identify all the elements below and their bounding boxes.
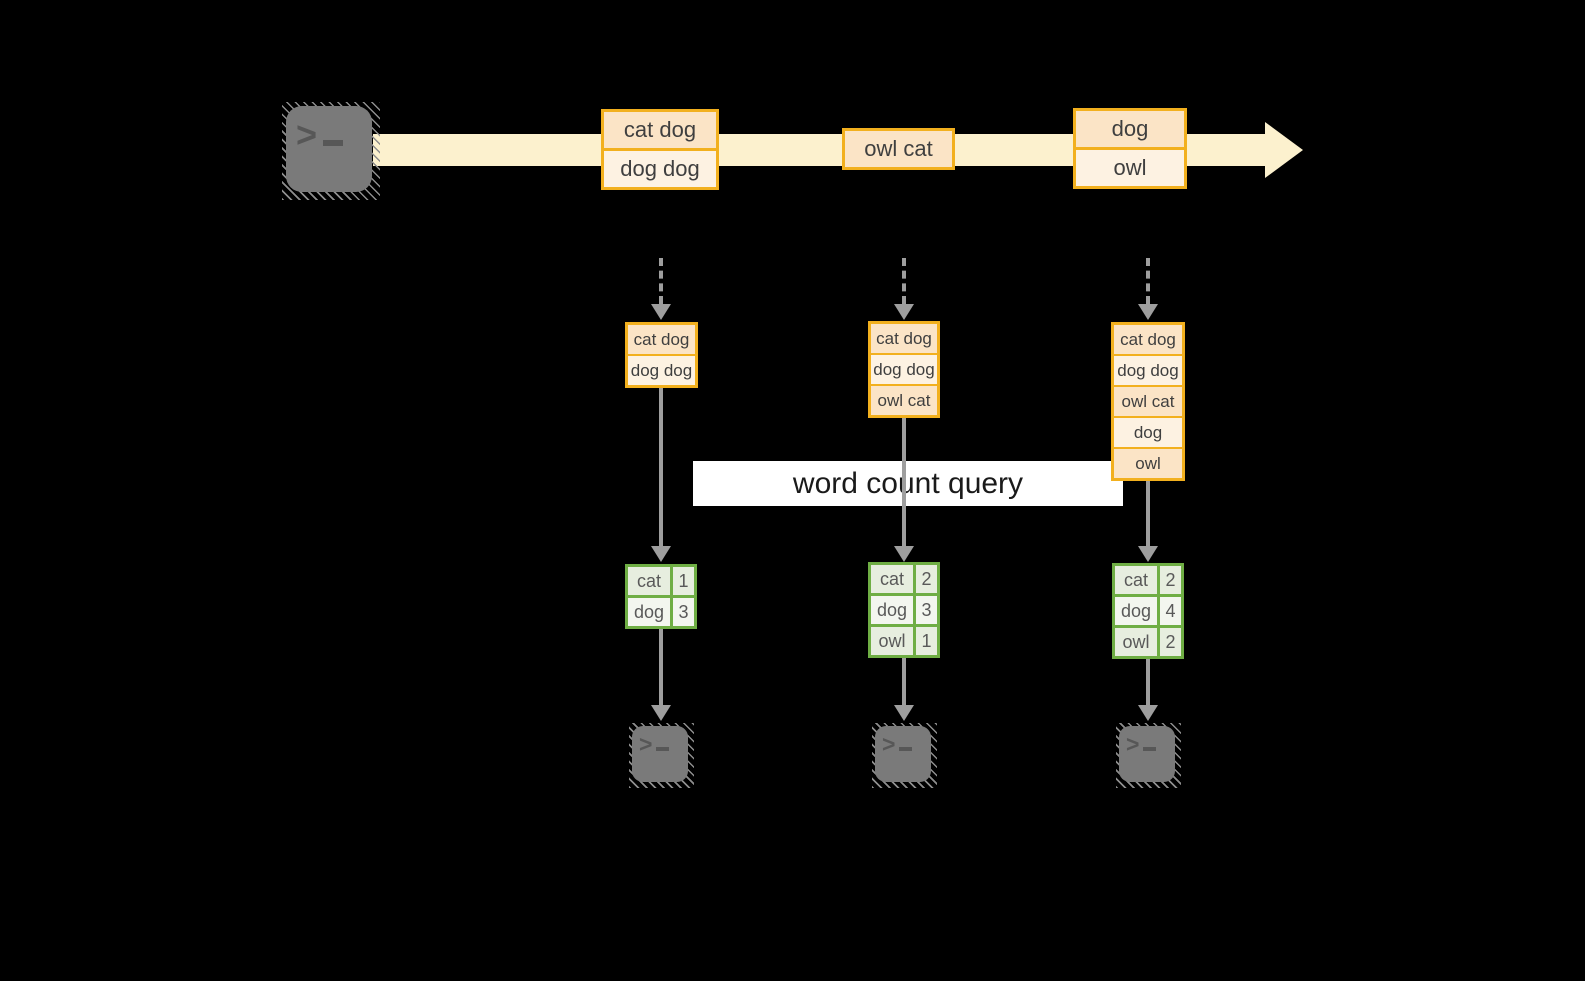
- record: cat dog: [604, 112, 716, 148]
- record: dog dog: [604, 148, 716, 187]
- source-terminal-icon: >: [282, 102, 380, 200]
- count-cell: 1: [916, 627, 937, 655]
- record: dog dog: [871, 353, 937, 384]
- prompt-chevron: >: [296, 114, 318, 155]
- arrow-head: [1138, 705, 1158, 721]
- sink-terminal-icon: >: [629, 723, 694, 788]
- dashed-arrow-icon: [651, 258, 671, 320]
- record: owl cat: [871, 384, 937, 415]
- solid-arrow-icon: [894, 658, 914, 721]
- sink-terminal-icon: >: [1116, 723, 1181, 788]
- record: owl cat: [845, 131, 952, 167]
- arrow-line: [659, 388, 663, 546]
- solid-arrow-icon: [1138, 481, 1158, 562]
- arrow-line: [1146, 659, 1150, 705]
- terminal-body: [875, 726, 931, 782]
- task1-buffer: cat dog dog dog: [625, 322, 698, 388]
- terminal-body: [1119, 726, 1175, 782]
- count-cell: 3: [916, 596, 937, 624]
- record: owl cat: [1114, 385, 1182, 416]
- word-cell: cat: [1115, 566, 1157, 594]
- word-cell: owl: [871, 627, 913, 655]
- record: dog dog: [628, 354, 695, 385]
- prompt-underscore: [899, 747, 913, 751]
- prompt-chevron: >: [639, 731, 653, 757]
- count-cell: 2: [916, 565, 937, 593]
- prompt-chevron: >: [1126, 731, 1140, 757]
- record: cat dog: [628, 325, 695, 354]
- dashed-arrow-icon: [894, 258, 914, 320]
- arrow-head: [894, 705, 914, 721]
- task2-count-table: cat 2 dog 3 owl 1: [868, 562, 940, 658]
- terminal-prompt-icon: >: [296, 114, 344, 156]
- stream-message-3: dog owl: [1073, 108, 1187, 189]
- count-cell: 2: [1160, 566, 1181, 594]
- count-cell: 3: [673, 598, 694, 626]
- record: owl: [1076, 147, 1184, 186]
- task3-count-table: cat 2 dog 4 owl 2: [1112, 563, 1184, 659]
- arrow-line: [902, 658, 906, 705]
- arrow-line: [659, 258, 663, 304]
- terminal-prompt-icon: >: [1126, 731, 1157, 758]
- terminal-body: [286, 106, 372, 192]
- prompt-underscore: [656, 747, 670, 751]
- record: dog: [1114, 416, 1182, 447]
- word-cell: cat: [628, 567, 670, 595]
- word-cell: cat: [871, 565, 913, 593]
- task1-count-table: cat 1 dog 3: [625, 564, 697, 629]
- arrow-head: [651, 304, 671, 320]
- dashed-arrow-icon: [1138, 258, 1158, 320]
- sink-terminal-icon: >: [872, 723, 937, 788]
- arrow-line: [1146, 481, 1150, 546]
- arrow-head: [1138, 304, 1158, 320]
- prompt-chevron: >: [882, 731, 896, 757]
- prompt-underscore: [323, 140, 344, 146]
- count-cell: 1: [673, 567, 694, 595]
- record: cat dog: [1114, 325, 1182, 354]
- stream-arrowhead-icon: [1265, 122, 1303, 178]
- stream-message-2: owl cat: [842, 128, 955, 170]
- count-cell: 4: [1160, 597, 1181, 625]
- solid-arrow-icon: [651, 388, 671, 562]
- record: dog dog: [1114, 354, 1182, 385]
- terminal-body: [632, 726, 688, 782]
- count-cell: 2: [1160, 628, 1181, 656]
- arrow-line: [902, 418, 906, 546]
- stream-message-1: cat dog dog dog: [601, 109, 719, 190]
- query-label: word count query: [693, 461, 1123, 506]
- arrow-line: [659, 629, 663, 705]
- task3-buffer: cat dog dog dog owl cat dog owl: [1111, 322, 1185, 481]
- arrow-head: [894, 304, 914, 320]
- terminal-prompt-icon: >: [639, 731, 670, 758]
- word-cell: dog: [628, 598, 670, 626]
- terminal-prompt-icon: >: [882, 731, 913, 758]
- solid-arrow-icon: [651, 629, 671, 721]
- word-cell: owl: [1115, 628, 1157, 656]
- arrow-head: [651, 705, 671, 721]
- word-cell: dog: [1115, 597, 1157, 625]
- arrow-head: [651, 546, 671, 562]
- record: dog: [1076, 111, 1184, 147]
- solid-arrow-icon: [894, 418, 914, 562]
- task2-buffer: cat dog dog dog owl cat: [868, 321, 940, 418]
- record: owl: [1114, 447, 1182, 478]
- solid-arrow-icon: [1138, 659, 1158, 721]
- word-cell: dog: [871, 596, 913, 624]
- arrow-line: [1146, 258, 1150, 304]
- prompt-underscore: [1143, 747, 1157, 751]
- arrow-head: [894, 546, 914, 562]
- record: cat dog: [871, 324, 937, 353]
- arrow-head: [1138, 546, 1158, 562]
- arrow-line: [902, 258, 906, 304]
